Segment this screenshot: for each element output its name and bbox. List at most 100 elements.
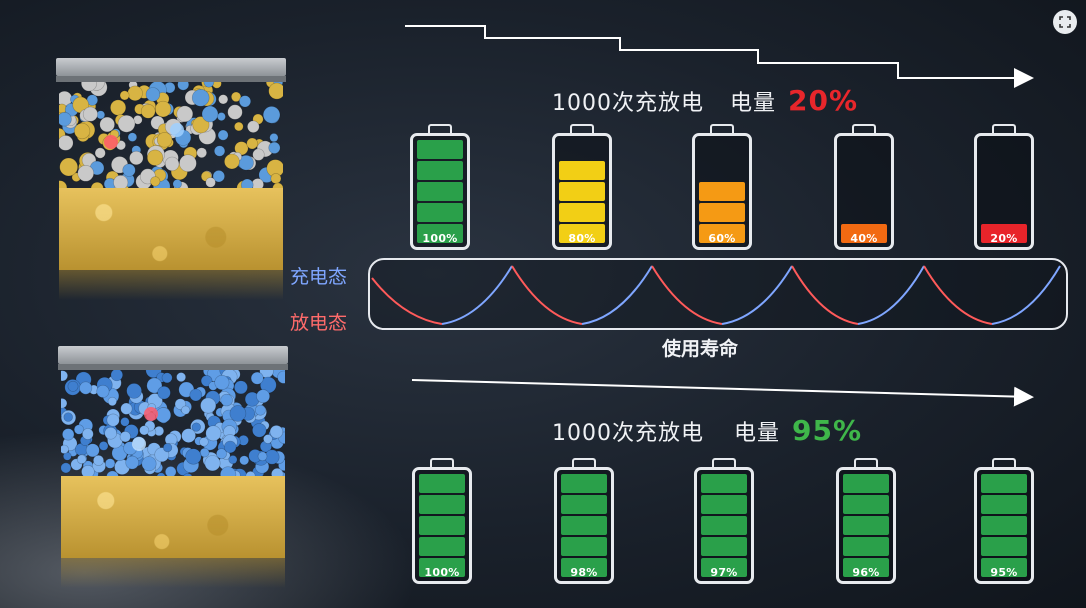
particle [205, 177, 216, 188]
battery-segment [419, 495, 465, 514]
ion-glow [144, 407, 158, 421]
discharge-curve [923, 265, 993, 325]
battery-segment [417, 224, 463, 243]
current-collector-top [56, 58, 286, 76]
particle [120, 402, 133, 415]
particle [191, 422, 201, 432]
battery-segment [843, 537, 889, 556]
particle [262, 106, 281, 124]
particle [110, 370, 123, 382]
bottom-battery-icon: 97% [694, 458, 754, 584]
battery-segment [981, 474, 1027, 493]
particle [224, 440, 237, 454]
particle [216, 448, 227, 460]
discharge-curve [371, 277, 443, 325]
ion-glow [170, 123, 184, 137]
expand-icon[interactable] [1053, 10, 1077, 34]
battery-segment [559, 161, 605, 180]
particle [117, 114, 136, 133]
particle [61, 370, 68, 382]
top-caption-text: 1000次充放电 [552, 91, 704, 116]
particle [271, 468, 284, 478]
battery-segment [699, 203, 745, 222]
particle [85, 443, 100, 458]
particle [177, 82, 190, 91]
battery-percent-label: 40% [850, 232, 878, 245]
particle [234, 121, 244, 132]
battery-segment [701, 537, 747, 556]
substrate-layer [61, 476, 285, 558]
particle [212, 170, 225, 183]
particle [98, 441, 109, 451]
battery-segment [981, 516, 1027, 535]
battery-segment [559, 182, 605, 201]
particle [268, 141, 281, 154]
battery-segment [981, 495, 1027, 514]
particle [161, 372, 173, 384]
top-caption: 1000次充放电 电量 20% [552, 84, 858, 117]
particle [239, 95, 252, 108]
particle [140, 103, 156, 119]
battery-segment [417, 182, 463, 201]
particle [200, 397, 217, 414]
particle [146, 377, 163, 394]
bottom-battery-icon: 100% [412, 458, 472, 584]
charge-curve [857, 265, 925, 325]
bottom-capacity-value: 95% [792, 414, 863, 447]
battery-segment [419, 537, 465, 556]
particle [120, 417, 130, 427]
particle [269, 133, 279, 143]
particle [218, 94, 229, 105]
substrate-layer [59, 188, 283, 270]
battery-segment [559, 224, 605, 243]
bottom-battery-icon: 98% [554, 458, 614, 584]
particle [220, 466, 237, 478]
battery-segment [561, 474, 607, 493]
particle [263, 434, 273, 444]
particle [96, 384, 110, 398]
particle [231, 91, 242, 102]
particle [277, 370, 285, 384]
particle [176, 372, 186, 382]
particle [268, 82, 283, 100]
particle [157, 386, 171, 400]
battery-segment [699, 182, 745, 201]
particle [196, 147, 207, 158]
particle [79, 381, 93, 395]
particle [92, 454, 104, 466]
battery-segment [561, 495, 607, 514]
particle [139, 425, 150, 436]
particle [189, 388, 203, 402]
particle [204, 455, 221, 472]
current-collector-top [58, 346, 288, 364]
discharge-state-label: 放电态 [290, 312, 348, 334]
particle [129, 150, 144, 166]
particle [224, 153, 240, 170]
ion-glow [132, 437, 146, 451]
bottom-battery-icon: 96% [836, 458, 896, 584]
battery-segment [981, 558, 1027, 577]
particle [146, 149, 164, 166]
particle [81, 465, 95, 478]
particle [181, 428, 196, 443]
charge-state-label: 充电态 [290, 266, 348, 288]
charge-curve [441, 265, 513, 325]
top-battery-icon: 20% [974, 124, 1034, 250]
particle [185, 448, 202, 465]
battery-percent-label: 95% [990, 566, 1018, 579]
particle [61, 462, 72, 474]
cycle-curves [371, 265, 1061, 325]
battery-segment [417, 161, 463, 180]
bottom-caption-label: 电量 [734, 421, 781, 446]
particle [179, 154, 197, 172]
particle [59, 180, 68, 190]
particle [252, 148, 265, 161]
top-battery-icon: 100% [410, 124, 470, 250]
top-battery-icon: 80% [552, 124, 612, 250]
top-capacity-value: 20% [788, 84, 859, 117]
battery-segment [701, 495, 747, 514]
battery-segment [841, 224, 887, 243]
particle [156, 132, 173, 148]
particle [76, 454, 87, 465]
